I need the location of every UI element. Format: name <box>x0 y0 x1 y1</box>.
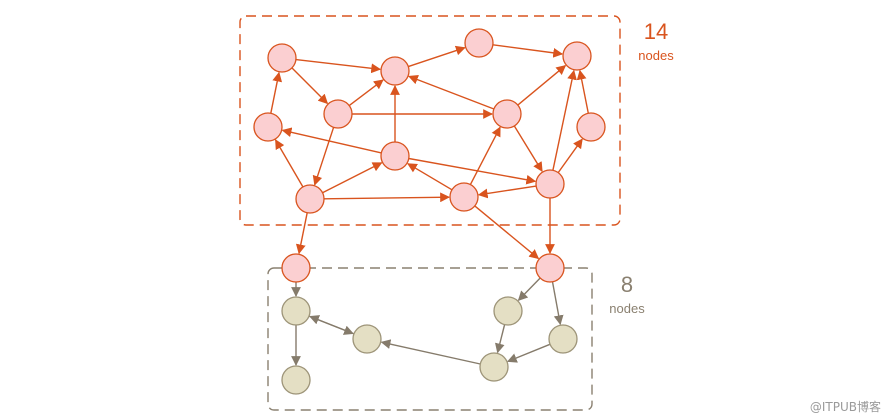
top-group-count: 14 <box>644 19 668 44</box>
node-t12 <box>464 28 494 58</box>
edge-t6-t5 <box>312 127 335 186</box>
node-t2 <box>253 112 283 142</box>
node-t7 <box>492 99 522 129</box>
node-t9 <box>576 112 606 142</box>
node-b8 <box>479 352 509 382</box>
edge-t11-t9 <box>557 138 583 174</box>
nodes-layer <box>253 28 606 395</box>
node-t11 <box>535 169 565 199</box>
edge-b6-b8 <box>495 324 506 354</box>
edge-t3-t12 <box>408 45 466 68</box>
node-b6 <box>493 296 523 326</box>
edge-t2-t1 <box>270 71 283 114</box>
edge-b2-b7 <box>551 281 564 326</box>
bottom-group-unit: nodes <box>609 301 645 316</box>
node-t13 <box>281 253 311 283</box>
node-t3 <box>380 56 410 86</box>
edge-t12-t4 <box>492 44 564 58</box>
edge-t10-b2 <box>474 205 540 260</box>
node-t8 <box>380 141 410 171</box>
watermark: @ITPUB博客 <box>809 400 881 414</box>
node-b5 <box>281 365 311 395</box>
edge-t8-t11 <box>408 157 537 185</box>
edge-b4-b3 <box>309 315 355 335</box>
edge-t7-t4 <box>517 64 567 106</box>
node-b7 <box>548 324 578 354</box>
edge-t10-t7 <box>469 126 501 185</box>
edge-t7-t11 <box>513 125 543 173</box>
edge-t10-t8 <box>407 163 453 191</box>
edge-t5-t2 <box>274 139 304 188</box>
node-b4 <box>352 324 382 354</box>
edge-b7-b8 <box>506 343 551 363</box>
node-t4 <box>562 41 592 71</box>
node-t5 <box>295 184 325 214</box>
edge-t5-b1 <box>295 212 308 255</box>
group-box-top <box>239 15 621 226</box>
top-group-unit: nodes <box>638 48 674 63</box>
edge-t11-t4 <box>552 69 577 171</box>
edge-t8-t2 <box>281 127 382 154</box>
node-t10 <box>449 182 479 212</box>
edge-t1-t6 <box>291 67 329 105</box>
edge-b2-b6 <box>517 277 541 302</box>
edges-layer <box>270 44 589 366</box>
edge-t1-t3 <box>295 58 382 74</box>
edge-t7-t3 <box>408 74 495 110</box>
node-t1 <box>267 43 297 73</box>
edge-b8-b4 <box>380 339 481 365</box>
edge-t5-t8 <box>322 162 383 194</box>
bottom-group-count: 8 <box>621 272 633 297</box>
node-t6 <box>323 99 353 129</box>
node-t14 <box>535 253 565 283</box>
node-b3 <box>281 296 311 326</box>
edge-t11-t10 <box>477 185 537 199</box>
edge-t5-t10 <box>323 192 450 203</box>
edge-t9-t4 <box>576 69 589 114</box>
edge-t6-t3 <box>348 79 384 107</box>
group-box-bottom <box>267 267 593 411</box>
